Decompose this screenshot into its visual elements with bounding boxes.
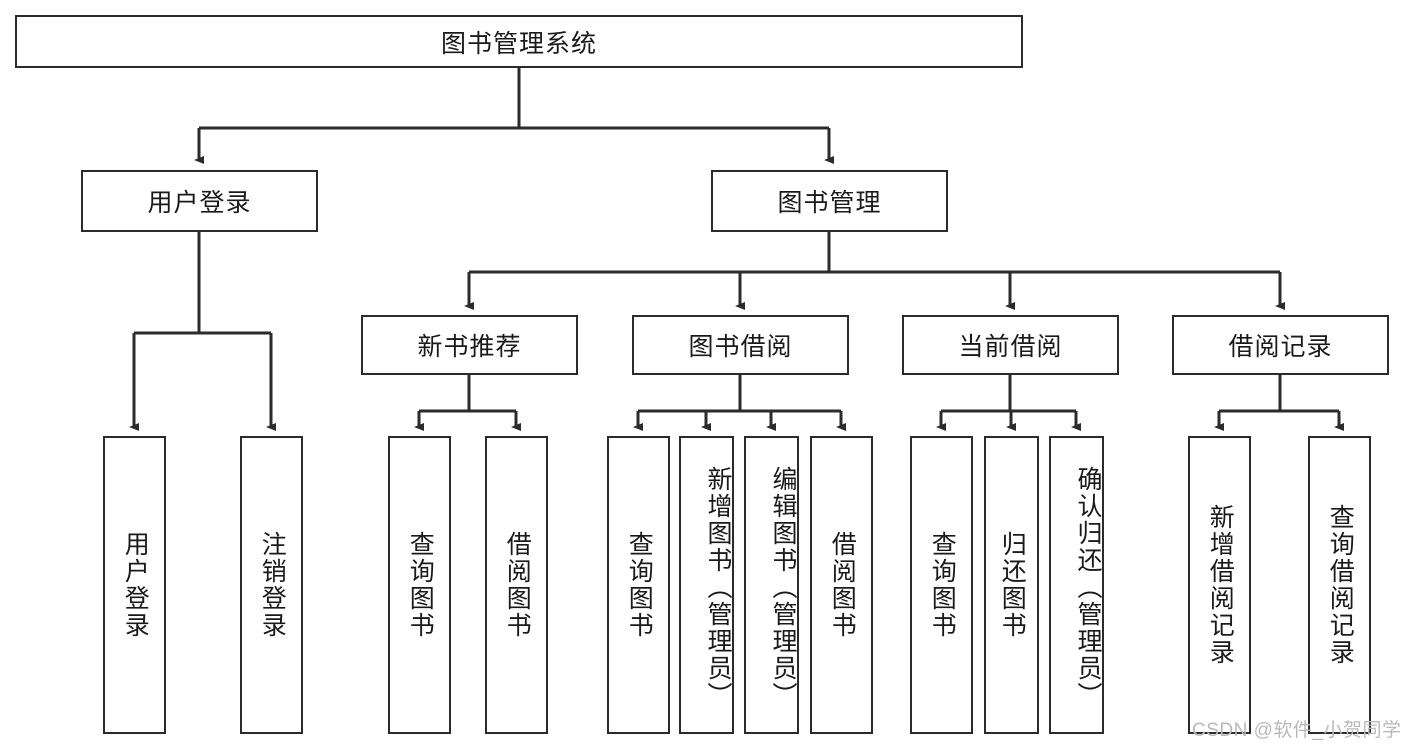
leaf-add-book-admin[interactable]: 新增图书（管理员） — [679, 436, 734, 734]
watermark: CSDN @软件_小贺同学 — [1192, 720, 1402, 741]
leaf-borrow-book[interactable]: 借阅图书 — [810, 436, 873, 734]
leaf-query-book-borrow[interactable]: 查询图书 — [607, 436, 670, 734]
leaf-add-borrow-record[interactable]: 新增借阅记录 — [1188, 436, 1251, 734]
node-root[interactable]: 图书管理系统 — [15, 15, 1023, 68]
node-borrow-record[interactable]: 借阅记录 — [1172, 315, 1389, 375]
node-current-borrow[interactable]: 当前借阅 — [902, 315, 1119, 375]
leaf-query-borrow-record[interactable]: 查询借阅记录 — [1308, 436, 1371, 734]
leaf-confirm-return-admin[interactable]: 确认归还（管理员） — [1049, 436, 1104, 734]
leaf-borrow-book-new[interactable]: 借阅图书 — [485, 436, 548, 734]
node-user-login[interactable]: 用户登录 — [81, 170, 318, 232]
node-new-book-recommend[interactable]: 新书推荐 — [361, 315, 578, 375]
node-book-borrow[interactable]: 图书借阅 — [632, 315, 849, 375]
leaf-edit-book-admin[interactable]: 编辑图书（管理员） — [744, 436, 799, 734]
leaf-logout[interactable]: 注销登录 — [240, 436, 303, 734]
node-book-management[interactable]: 图书管理 — [711, 170, 948, 232]
leaf-return-book[interactable]: 归还图书 — [984, 436, 1039, 734]
leaf-query-book-new[interactable]: 查询图书 — [388, 436, 451, 734]
leaf-query-book-current[interactable]: 查询图书 — [910, 436, 973, 734]
leaf-user-login[interactable]: 用户登录 — [103, 436, 166, 734]
